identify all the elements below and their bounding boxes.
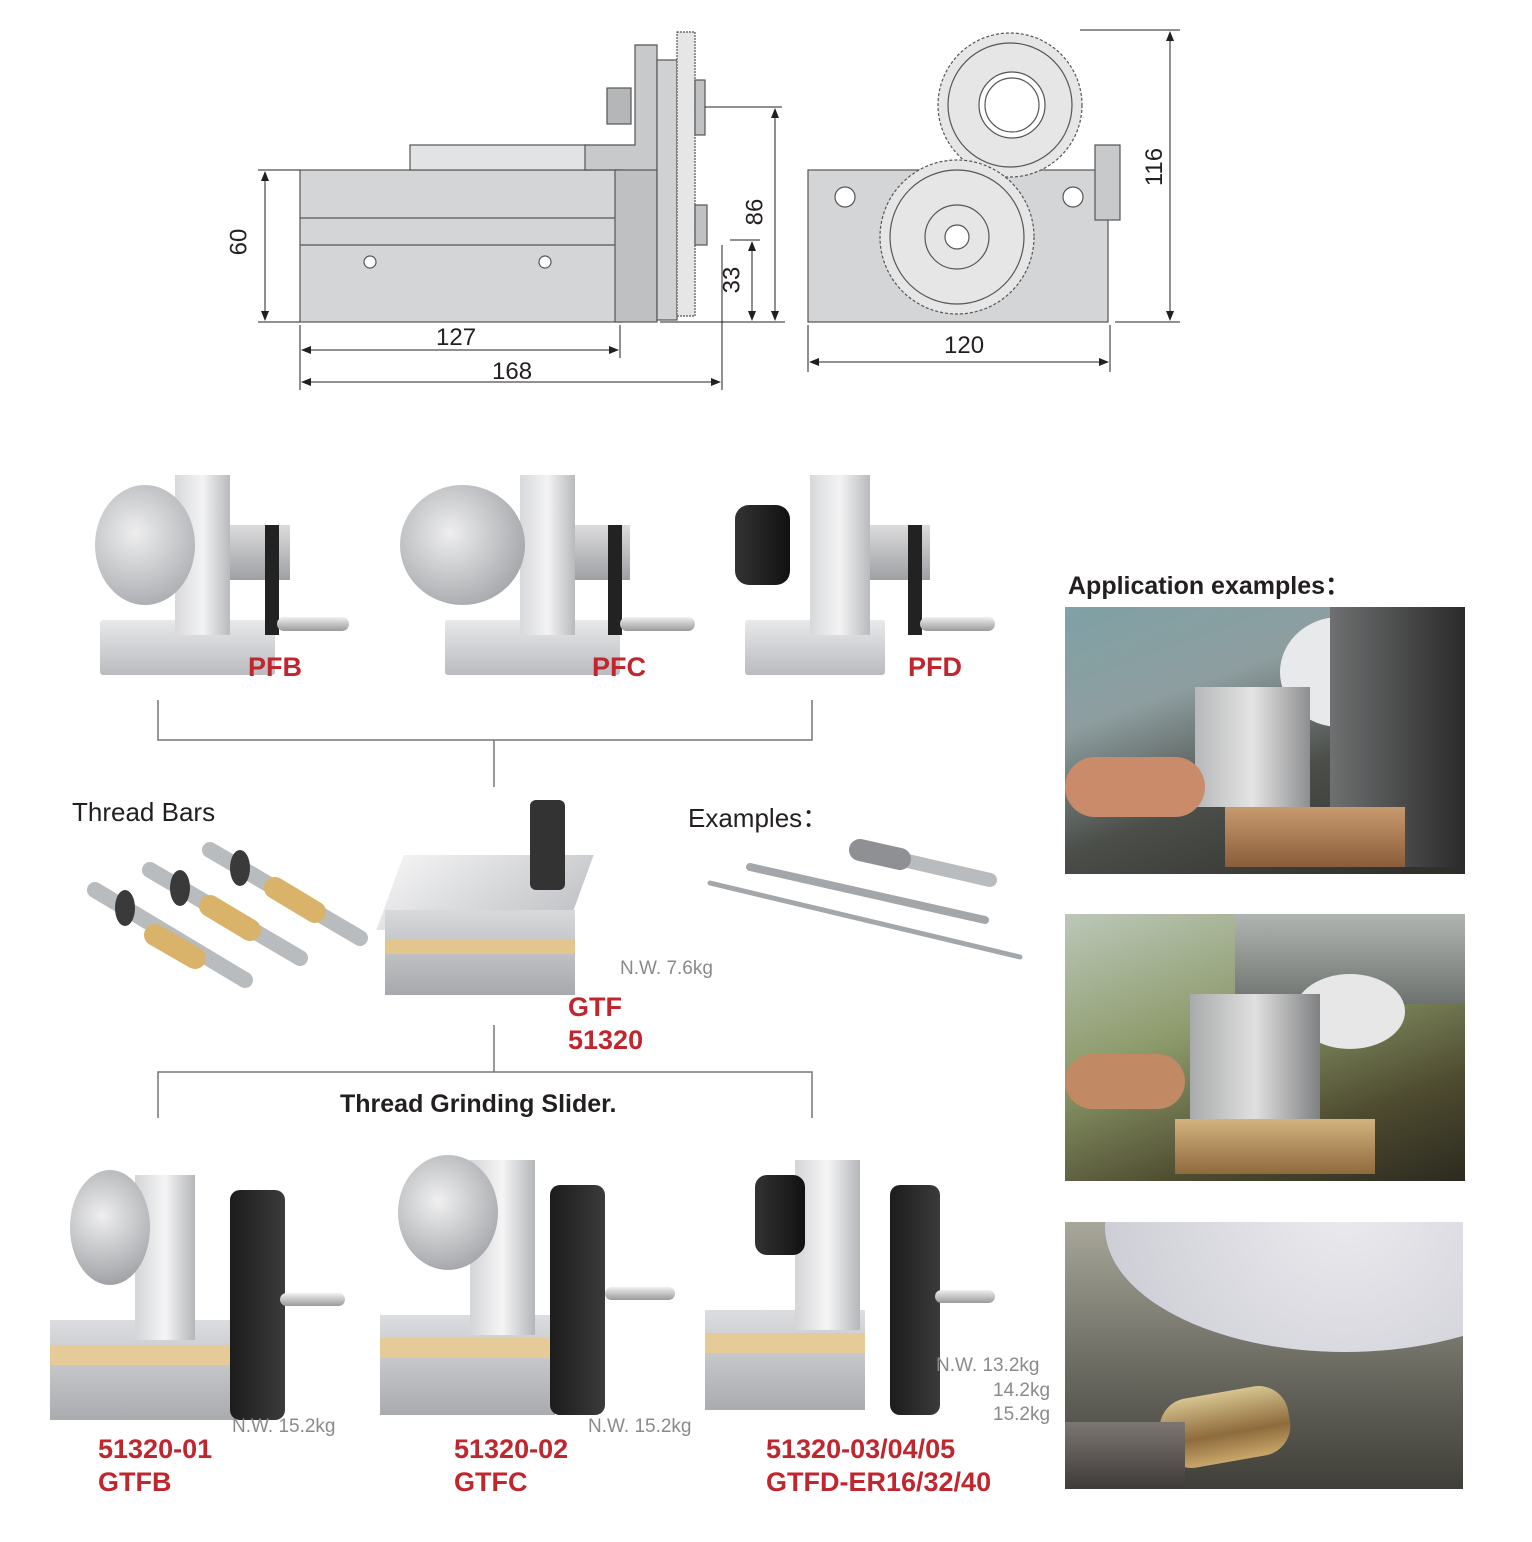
- gtfc-model: GTFC: [454, 1467, 528, 1497]
- head-pfd: [730, 455, 1000, 695]
- product-gears: [890, 1185, 940, 1415]
- product-chuck: [398, 1155, 498, 1270]
- label-pfd: PFD: [908, 652, 962, 682]
- application-photo-3: [1065, 1222, 1463, 1489]
- spindle: [230, 525, 290, 580]
- product-gears: [550, 1185, 605, 1415]
- examples-title: Examples：: [688, 803, 829, 833]
- photo-hand: [1065, 757, 1205, 817]
- technical-drawing: [258, 29, 1180, 390]
- slider-section-title: Thread Grinding Slider.: [340, 1090, 617, 1118]
- head-upright: [520, 475, 575, 635]
- photo-table: [1175, 1119, 1375, 1174]
- head-pfc: [390, 455, 700, 695]
- gtfd-model: GTFD-ER16/32/40: [766, 1467, 992, 1497]
- application-title: Application examples：: [1068, 572, 1351, 600]
- gtfd-net-weight-2: 14.2kg: [993, 1380, 1051, 1401]
- gtfc-net-weight: N.W. 15.2kg: [588, 1416, 692, 1437]
- product-gtfb-image: [45, 1150, 350, 1430]
- product-gtfd-image: [700, 1140, 1000, 1425]
- thread-bars-image: [87, 842, 368, 988]
- gtfb-net-weight: N.W. 15.2kg: [232, 1416, 336, 1437]
- product-handle: [280, 1293, 345, 1306]
- product-chuck: [70, 1170, 150, 1285]
- examples-image: [707, 839, 1023, 960]
- crank-handle: [608, 525, 622, 635]
- gtf-code: 51320: [568, 1025, 644, 1055]
- photo-table: [1225, 807, 1405, 867]
- gtf-model: GTF: [568, 992, 622, 1022]
- product-strip: [705, 1333, 865, 1353]
- product-strip: [380, 1338, 555, 1358]
- product-upright: [795, 1160, 860, 1330]
- application-photo-2: [1065, 914, 1465, 1181]
- side-view: [299, 31, 708, 323]
- gtf-net-weight: N.W. 7.6kg: [620, 958, 713, 979]
- photo-fixture: [1195, 687, 1310, 807]
- crank-handle: [908, 525, 922, 635]
- application-photo-1: [1065, 607, 1465, 874]
- product-gtfc-image: [380, 1140, 690, 1425]
- gtfc-code: 51320-02: [454, 1434, 569, 1464]
- gtf-slider-image: [376, 800, 605, 1000]
- crank-grip: [620, 617, 695, 631]
- dim-168: 168: [492, 358, 533, 385]
- photo-wheel: [1105, 1222, 1463, 1352]
- crank-grip: [920, 617, 995, 631]
- photo-hand: [1065, 1054, 1185, 1109]
- gtfd-net-weight-3: 15.2kg: [993, 1404, 1051, 1425]
- product-collet: [755, 1175, 805, 1255]
- head-pfb: [55, 455, 349, 695]
- dim-120: 120: [944, 332, 985, 359]
- front-view: [807, 32, 1121, 323]
- thread-bars-title: Thread Bars: [72, 797, 216, 827]
- slider-gear: [530, 800, 565, 890]
- product-gears: [230, 1190, 285, 1420]
- slider-strip: [385, 940, 575, 954]
- gtfd-net-weight-1: N.W. 13.2kg: [936, 1355, 1040, 1376]
- crank-handle: [265, 525, 279, 635]
- chuck: [400, 485, 525, 605]
- label-pfb: PFB: [248, 652, 302, 682]
- photo-shaft: [1065, 1422, 1185, 1489]
- product-strip: [50, 1345, 235, 1365]
- crank-grip: [277, 617, 349, 631]
- photo-fixture: [1190, 994, 1320, 1124]
- head-upright: [810, 475, 870, 635]
- collet-nut: [735, 505, 790, 585]
- label-pfc: PFC: [592, 652, 646, 682]
- gtfb-model: GTFB: [98, 1467, 172, 1497]
- dim-127: 127: [436, 324, 477, 351]
- chuck: [95, 485, 195, 605]
- product-handle: [935, 1290, 995, 1303]
- gtfb-code: 51320-01: [98, 1434, 213, 1464]
- product-handle: [605, 1287, 675, 1300]
- gtfd-code: 51320-03/04/05: [766, 1434, 956, 1464]
